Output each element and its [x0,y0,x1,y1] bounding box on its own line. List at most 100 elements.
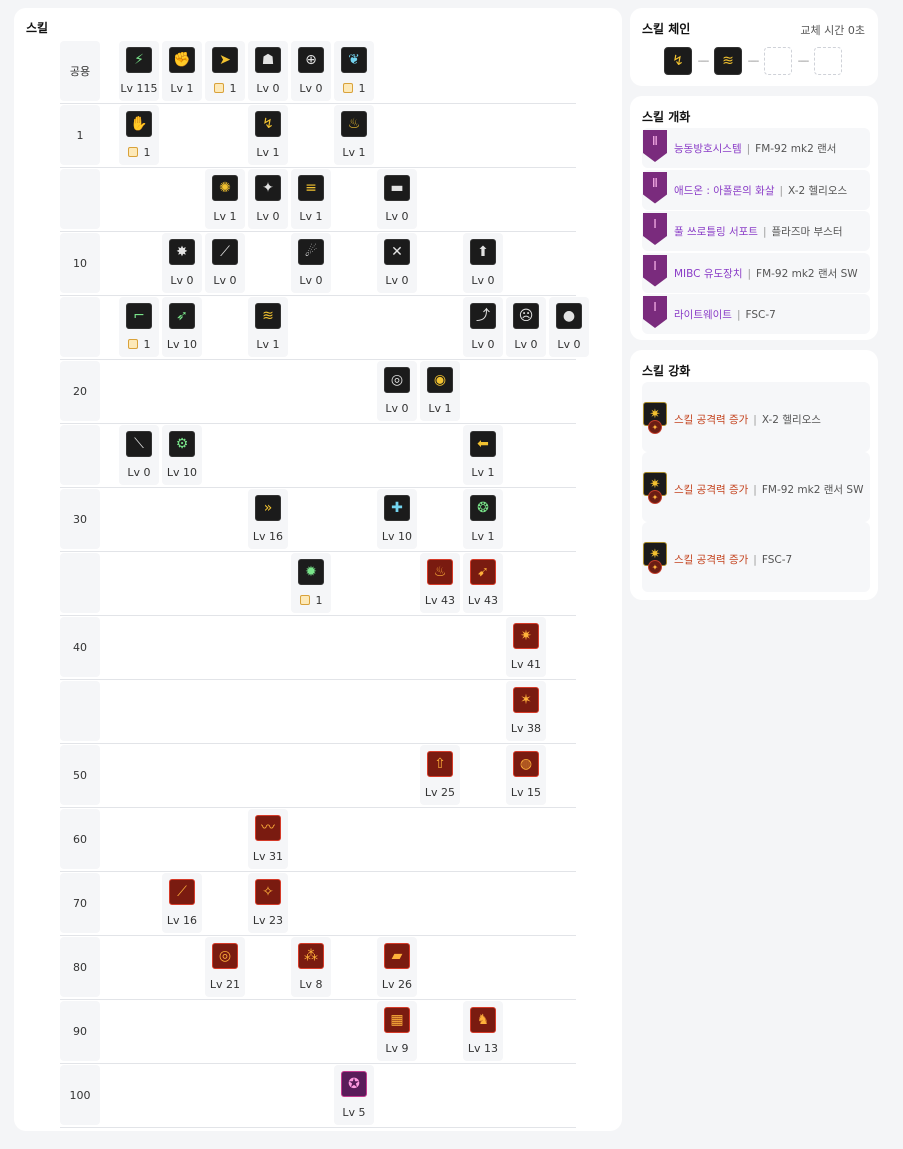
skill-slot[interactable]: ♨Lv 43 [420,553,460,613]
skill-slot[interactable]: ➹Lv 43 [463,553,503,613]
drill-icon[interactable]: ⟋ [169,879,195,905]
skill-slot[interactable]: ☹Lv 0 [506,297,546,357]
kick-icon[interactable]: ⤴ [470,303,496,329]
skill-slot[interactable]: ➶Lv 10 [162,297,202,357]
rush-icon[interactable]: » [255,495,281,521]
skill-slot[interactable]: ⟋Lv 0 [205,233,245,293]
serpent-icon[interactable]: 〰 [255,815,281,841]
skill-slot[interactable]: ●Lv 0 [549,297,589,357]
crouch-figure-icon[interactable]: ☗ [255,47,281,73]
skill-slot[interactable]: ☄Lv 0 [291,233,331,293]
skill-slot[interactable]: ❂Lv 1 [463,489,503,549]
skill-slot[interactable]: ♞Lv 13 [463,1001,503,1061]
enhance-item[interactable]: ✷✦스킬 공격력 증가|FM-92 mk2 랜서 SW [642,452,870,522]
skill-slot[interactable]: ✕Lv 0 [377,233,417,293]
skill-slot[interactable]: ✧Lv 23 [248,873,288,933]
face-icon[interactable]: ☹ [513,303,539,329]
skill-slot[interactable]: ✷Lv 41 [506,617,546,677]
cannon-icon[interactable]: ▬ [384,175,410,201]
plus-beam-icon[interactable]: ✚ [384,495,410,521]
skill-slot[interactable]: ◎Lv 0 [377,361,417,421]
skill-slot[interactable]: ⊕Lv 0 [291,41,331,101]
chain-empty-slot[interactable] [814,47,842,75]
skill-slot[interactable]: ✚Lv 10 [377,489,417,549]
fortress-icon[interactable]: ▦ [384,1007,410,1033]
skill-slot[interactable]: ✦Lv 0 [248,169,288,229]
skill-slot[interactable]: ⚡Lv 115 [119,41,159,101]
ring-icon[interactable]: ◍ [513,751,539,777]
skill-slot[interactable]: ≡Lv 1 [291,169,331,229]
cross-blades-icon[interactable]: ✕ [384,239,410,265]
skill-slot[interactable]: 〰Lv 31 [248,809,288,869]
skill-slot[interactable]: ⌐1 [119,297,159,357]
skill-slot[interactable]: ✸Lv 0 [162,233,202,293]
skill-slot[interactable]: ✺Lv 1 [205,169,245,229]
explosion-icon[interactable]: ✸ [169,239,195,265]
core-icon[interactable]: ❂ [470,495,496,521]
skill-slot[interactable]: ⬅Lv 1 [463,425,503,485]
crosshair-icon[interactable]: ⊕ [298,47,324,73]
fire-wave-icon[interactable]: ≋ [714,47,742,75]
skill-slot[interactable]: ⇧Lv 25 [420,745,460,805]
skill-slot[interactable]: ⤴Lv 0 [463,297,503,357]
skill-slot[interactable]: ✋1 [119,105,159,165]
wings-icon[interactable]: ❦ [341,47,367,73]
beast-icon[interactable]: ☄ [298,239,324,265]
shard-icon[interactable]: ✧ [255,879,281,905]
blade-icon[interactable]: ⟋ [212,239,238,265]
eye-icon[interactable]: ◉ [427,367,453,393]
swirl-icon[interactable]: ◎ [384,367,410,393]
enhance-item[interactable]: ✷✦스킬 공격력 증가|X-2 헬리오스 [642,382,870,452]
skill-slot[interactable]: ♨Lv 1 [334,105,374,165]
grenade-icon[interactable]: ● [556,303,582,329]
enhance-item[interactable]: ✷✦스킬 공격력 증가|FSC-7 [642,522,870,592]
tank-icon[interactable]: ▰ [384,943,410,969]
blaze-icon[interactable]: ♨ [427,559,453,585]
skill-slot[interactable]: ⁂Lv 8 [291,937,331,997]
claw-slash-icon[interactable]: ↯ [255,111,281,137]
vortex-icon[interactable]: ◎ [212,943,238,969]
strike-icon[interactable]: ⟍ [126,431,152,457]
skill-slot[interactable]: ≋Lv 1 [248,297,288,357]
skill-slot[interactable]: ⚙Lv 10 [162,425,202,485]
mech-icon[interactable]: ⚙ [169,431,195,457]
skill-slot[interactable]: ☗Lv 0 [248,41,288,101]
skill-slot[interactable]: ✊Lv 1 [162,41,202,101]
awakening-icon[interactable]: ✪ [341,1071,367,1097]
skill-slot[interactable]: ✹1 [291,553,331,613]
arrow-left-icon[interactable]: ⬅ [470,431,496,457]
flame-slash-icon[interactable]: ♨ [341,111,367,137]
skill-slot[interactable]: ◍Lv 15 [506,745,546,805]
skill-slot[interactable]: ✶Lv 38 [506,681,546,741]
skill-slot[interactable]: ➤1 [205,41,245,101]
skill-slot[interactable]: ⟍Lv 0 [119,425,159,485]
rifle-icon[interactable]: ⌐ [126,303,152,329]
shatter-icon[interactable]: ✦ [255,175,281,201]
skill-slot[interactable]: ◉Lv 1 [420,361,460,421]
skill-slot[interactable]: ↯Lv 1 [248,105,288,165]
dragon-icon[interactable]: ♞ [470,1007,496,1033]
skill-slot[interactable]: ▦Lv 9 [377,1001,417,1061]
up-arrow-icon[interactable]: ⇧ [427,751,453,777]
speed-lines-icon[interactable]: ≡ [298,175,324,201]
fire-wave-icon[interactable]: ≋ [255,303,281,329]
gauntlet-icon[interactable]: ✋ [126,111,152,137]
skill-slot[interactable]: ◎Lv 21 [205,937,245,997]
skill-slot[interactable]: »Lv 16 [248,489,288,549]
fist-icon[interactable]: ✊ [169,47,195,73]
skill-slot[interactable]: ✪Lv 5 [334,1065,374,1125]
rocket-icon[interactable]: ➶ [169,303,195,329]
skill-slot[interactable]: ❦1 [334,41,374,101]
skill-slot[interactable]: ▰Lv 26 [377,937,417,997]
dash-figure-icon[interactable]: ➤ [212,47,238,73]
skill-slot[interactable]: ⬆Lv 0 [463,233,503,293]
fire-star-icon[interactable]: ✶ [513,687,539,713]
chain-empty-slot[interactable] [764,47,792,75]
arrow-up-box-icon[interactable]: ⬆ [470,239,496,265]
running-man-icon[interactable]: ⚡ [126,47,152,73]
